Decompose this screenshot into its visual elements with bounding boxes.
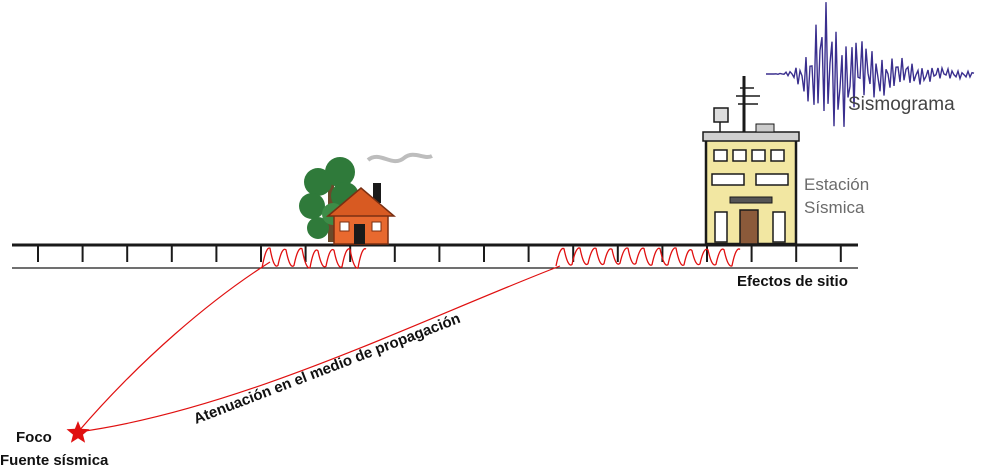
focus-label: Foco (16, 429, 52, 446)
site-effects-label: Efectos de sitio (737, 273, 848, 290)
star-icon (67, 421, 90, 443)
seismic-station-building-icon (703, 132, 799, 244)
station-label-line1: Estación (804, 175, 869, 194)
ground (12, 245, 858, 268)
station-label-line2: Sísmica (804, 198, 865, 217)
attenuation-label: Atenuación en el medio de propagación (191, 310, 462, 428)
wave-ray-to-station (78, 266, 560, 432)
antenna-icon (714, 76, 774, 132)
ground-ticks (38, 246, 841, 262)
source-label: Fuente sísmica (0, 452, 109, 468)
site-effect-wave-station (556, 248, 740, 266)
seismogram-label: Sismograma (848, 94, 955, 115)
